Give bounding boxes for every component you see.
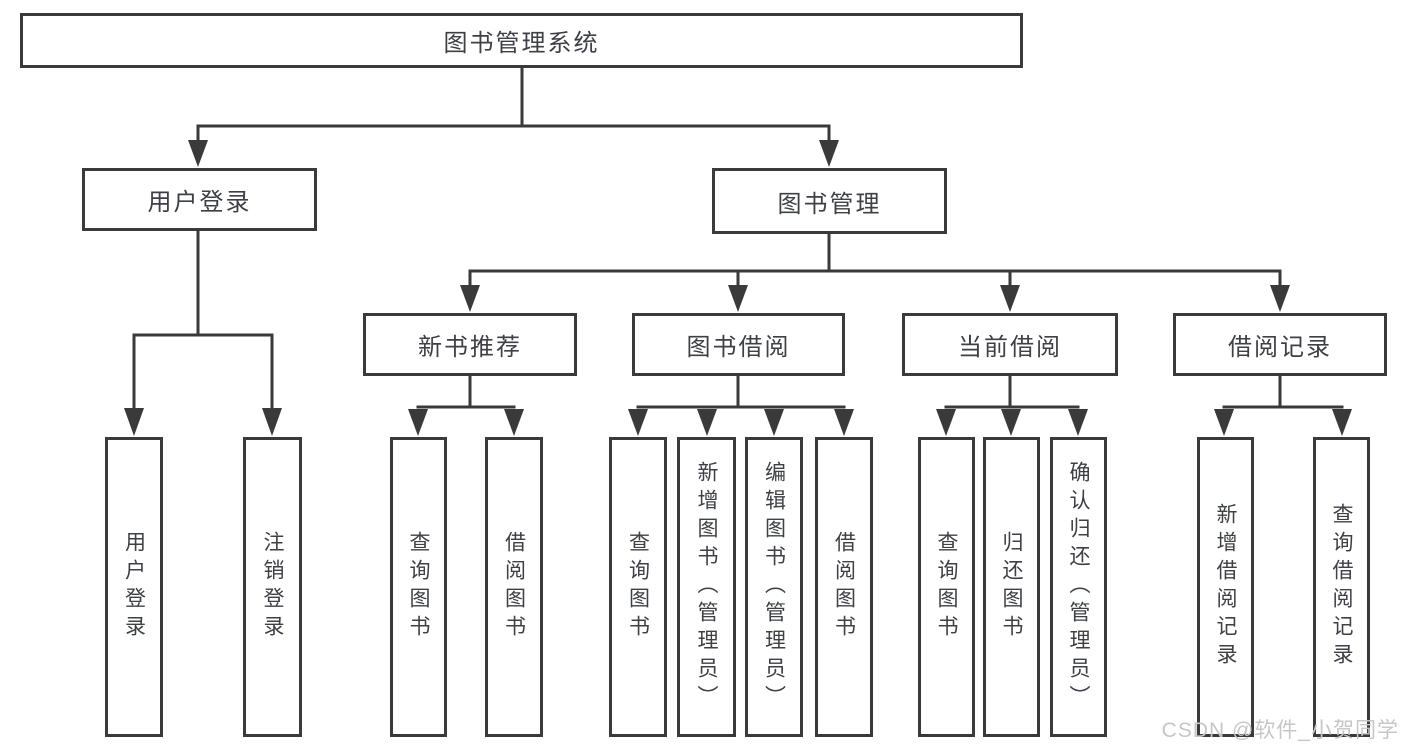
node-label: 用户登录	[122, 531, 146, 643]
leaf-query-book-3: 查询图书	[918, 437, 975, 737]
node-borrow-record: 借阅记录	[1173, 313, 1387, 376]
node-label: 确认归还（管理员）	[1067, 461, 1090, 713]
leaf-query-borrow-record: 查询借阅记录	[1313, 437, 1370, 737]
node-label: 查询图书	[407, 531, 430, 643]
node-book-borrow: 图书借阅	[632, 313, 845, 376]
csdn-watermark: CSDN @软件_小贺同学	[1161, 719, 1399, 742]
node-label: 借阅图书	[502, 531, 526, 643]
leaf-return-book: 归还图书	[983, 437, 1040, 737]
leaf-borrow-book-1: 借阅图书	[485, 437, 543, 737]
node-label: 新增图书（管理员）	[695, 461, 718, 713]
node-label: 注销登录	[261, 531, 284, 643]
node-label: 借阅记录	[1228, 334, 1332, 361]
leaf-logout: 注销登录	[243, 437, 302, 737]
node-label: 用户登录	[147, 189, 252, 216]
leaf-add-book-admin: 新增图书（管理员）	[677, 437, 736, 737]
node-user-login: 用户登录	[82, 168, 317, 231]
node-label: 图书借阅	[686, 334, 791, 361]
node-label: 编辑图书（管理员）	[762, 461, 786, 713]
leaf-query-book-2: 查询图书	[609, 437, 667, 737]
node-label: 归还图书	[1000, 531, 1023, 643]
node-label: 查询图书	[626, 531, 650, 643]
leaf-query-book-1: 查询图书	[390, 437, 447, 737]
node-label: 查询借阅记录	[1330, 503, 1353, 671]
leaf-borrow-book-2: 借阅图书	[815, 437, 873, 737]
node-label: 查询图书	[935, 531, 958, 643]
node-label: 借阅图书	[832, 531, 856, 643]
node-label: 当前借阅	[958, 334, 1062, 361]
node-label: 新书推荐	[418, 334, 522, 361]
leaf-confirm-return-admin: 确认归还（管理员）	[1050, 437, 1107, 737]
node-current-borrow: 当前借阅	[902, 313, 1118, 376]
node-label: 图书管理	[777, 190, 882, 218]
leaf-add-borrow-record: 新增借阅记录	[1197, 437, 1254, 737]
node-root-system: 图书管理系统	[20, 13, 1023, 68]
node-new-book-recommend: 新书推荐	[363, 313, 577, 376]
leaf-edit-book-admin: 编辑图书（管理员）	[745, 437, 803, 737]
node-book-management: 图书管理	[712, 168, 947, 234]
node-label: 图书管理系统	[443, 30, 600, 57]
leaf-user-login: 用户登录	[105, 437, 163, 737]
node-label: 新增借阅记录	[1214, 503, 1237, 671]
